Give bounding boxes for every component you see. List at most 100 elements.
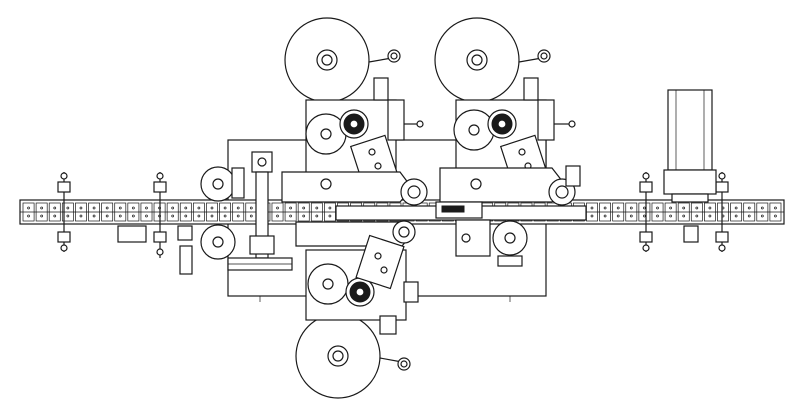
conveyor-link — [179, 202, 192, 222]
conveyor-link-pin — [328, 214, 332, 218]
conveyor-link — [769, 202, 782, 222]
conveyor-link-pin — [289, 206, 292, 210]
conveyor-link-pin — [708, 214, 712, 218]
side-roller-left-top — [200, 166, 245, 202]
guide-rail-bracket-right-2 — [715, 172, 729, 252]
conveyor-link-pin — [184, 214, 188, 218]
conveyor-link — [61, 202, 74, 222]
conveyor-link-pin — [774, 206, 777, 210]
conveyor-link-pin — [66, 206, 70, 210]
conveyor-link-pin — [197, 206, 201, 210]
conveyor-link-pin — [774, 214, 777, 218]
conveyor-link-pin — [629, 206, 633, 210]
conveyor-link-pin — [40, 214, 44, 218]
conveyor-link — [127, 202, 140, 222]
conveyor-link — [114, 202, 127, 222]
conveyor-link-pin — [210, 206, 214, 210]
guide-rail-bracket-right-1 — [639, 172, 653, 252]
conveyor-link-pin — [53, 214, 57, 218]
conveyor-link — [756, 202, 769, 222]
conveyor-link — [166, 202, 179, 222]
conveyor-link — [730, 202, 743, 222]
conveyor-link-pin — [53, 206, 57, 210]
drive-motor — [663, 89, 717, 243]
conveyor-link — [206, 202, 218, 222]
conveyor-link — [232, 202, 245, 222]
conveyor-link-pin — [328, 206, 332, 210]
conveyor-link — [704, 202, 716, 222]
label-reel-top-right — [434, 17, 551, 103]
side-roller-left-bottom — [200, 224, 236, 260]
conveyor-link-pin — [629, 214, 633, 218]
conveyor-link — [297, 202, 310, 222]
conveyor-link — [35, 202, 48, 222]
conveyor-link — [664, 202, 677, 222]
conveyor-link-pin — [118, 214, 122, 218]
conveyor-link-pin — [315, 206, 319, 210]
conveyor-link-pin — [734, 214, 738, 218]
conveyor-link-pin — [184, 206, 188, 210]
conveyor-link — [638, 202, 651, 222]
vertical-guide-column — [227, 151, 293, 271]
conveyor-link-pin — [118, 206, 122, 210]
conveyor-link-pin — [669, 214, 672, 218]
conveyor-link — [310, 202, 323, 222]
conveyor-link — [101, 202, 114, 222]
conveyor-link-pin — [223, 214, 227, 218]
conveyor-link-pin — [302, 206, 306, 210]
conveyor-link — [48, 202, 61, 222]
conveyor-link — [22, 202, 35, 222]
conveyor-link-pin — [669, 206, 672, 210]
conveyor-link-pin — [603, 214, 607, 218]
conveyor-link-pin — [236, 206, 240, 210]
conveyor-link — [271, 202, 284, 222]
conveyor-link — [192, 202, 205, 222]
conveyor-link-pin — [590, 206, 594, 210]
center-carriage — [335, 201, 587, 267]
applicator-arm-top-right — [439, 165, 581, 206]
conveyor-link — [717, 202, 729, 222]
conveyor-link-pin — [79, 206, 83, 210]
conveyor-link-pin — [656, 206, 659, 210]
conveyor-link-pin — [105, 214, 109, 218]
conveyor-link-pin — [616, 214, 620, 218]
conveyor-link — [599, 202, 611, 222]
conveyor-link — [743, 202, 756, 222]
conveyor-link-pin — [132, 206, 135, 210]
conveyor-link — [88, 202, 100, 222]
conveyor-link-pin — [145, 206, 148, 210]
conveyor-link-pin — [276, 206, 279, 210]
conveyor-link-pin — [27, 206, 30, 210]
conveyor-link-pin — [590, 214, 594, 218]
labeling-head-top-left — [305, 77, 424, 186]
conveyor-link-pin — [171, 214, 175, 218]
conveyor-link — [677, 202, 690, 222]
conveyor-link-pin — [656, 214, 659, 218]
conveyor-link — [651, 202, 664, 222]
conveyor-link-pin — [249, 206, 253, 210]
conveyor-link-pin — [223, 206, 227, 210]
conveyor-link — [284, 202, 297, 222]
labeling-head-bottom — [295, 220, 419, 335]
conveyor-link-pin — [695, 214, 699, 218]
conveyor-link-pin — [747, 214, 751, 218]
label-reel-top-left — [284, 17, 401, 103]
conveyor-link-pin — [105, 206, 109, 210]
conveyor-link-pin — [92, 206, 96, 210]
conveyor-link — [612, 202, 625, 222]
conveyor-link — [75, 202, 87, 222]
conveyor-link-pin — [682, 214, 686, 218]
label-reel-bottom — [295, 313, 411, 399]
sensor-box-left — [117, 225, 193, 275]
conveyor-link-pin — [236, 214, 240, 218]
conveyor-link-pin — [315, 214, 319, 218]
conveyor-link-pin — [249, 214, 253, 218]
conveyor-link-pin — [27, 214, 30, 218]
conveyor-link-pin — [66, 214, 70, 218]
conveyor-link-pin — [603, 206, 607, 210]
conveyor-link-pin — [145, 214, 148, 218]
applicator-arm-top-left — [281, 171, 428, 206]
conveyor-link-pin — [171, 206, 175, 210]
conveyor-link — [625, 202, 638, 222]
conveyor-link-pin — [682, 206, 686, 210]
